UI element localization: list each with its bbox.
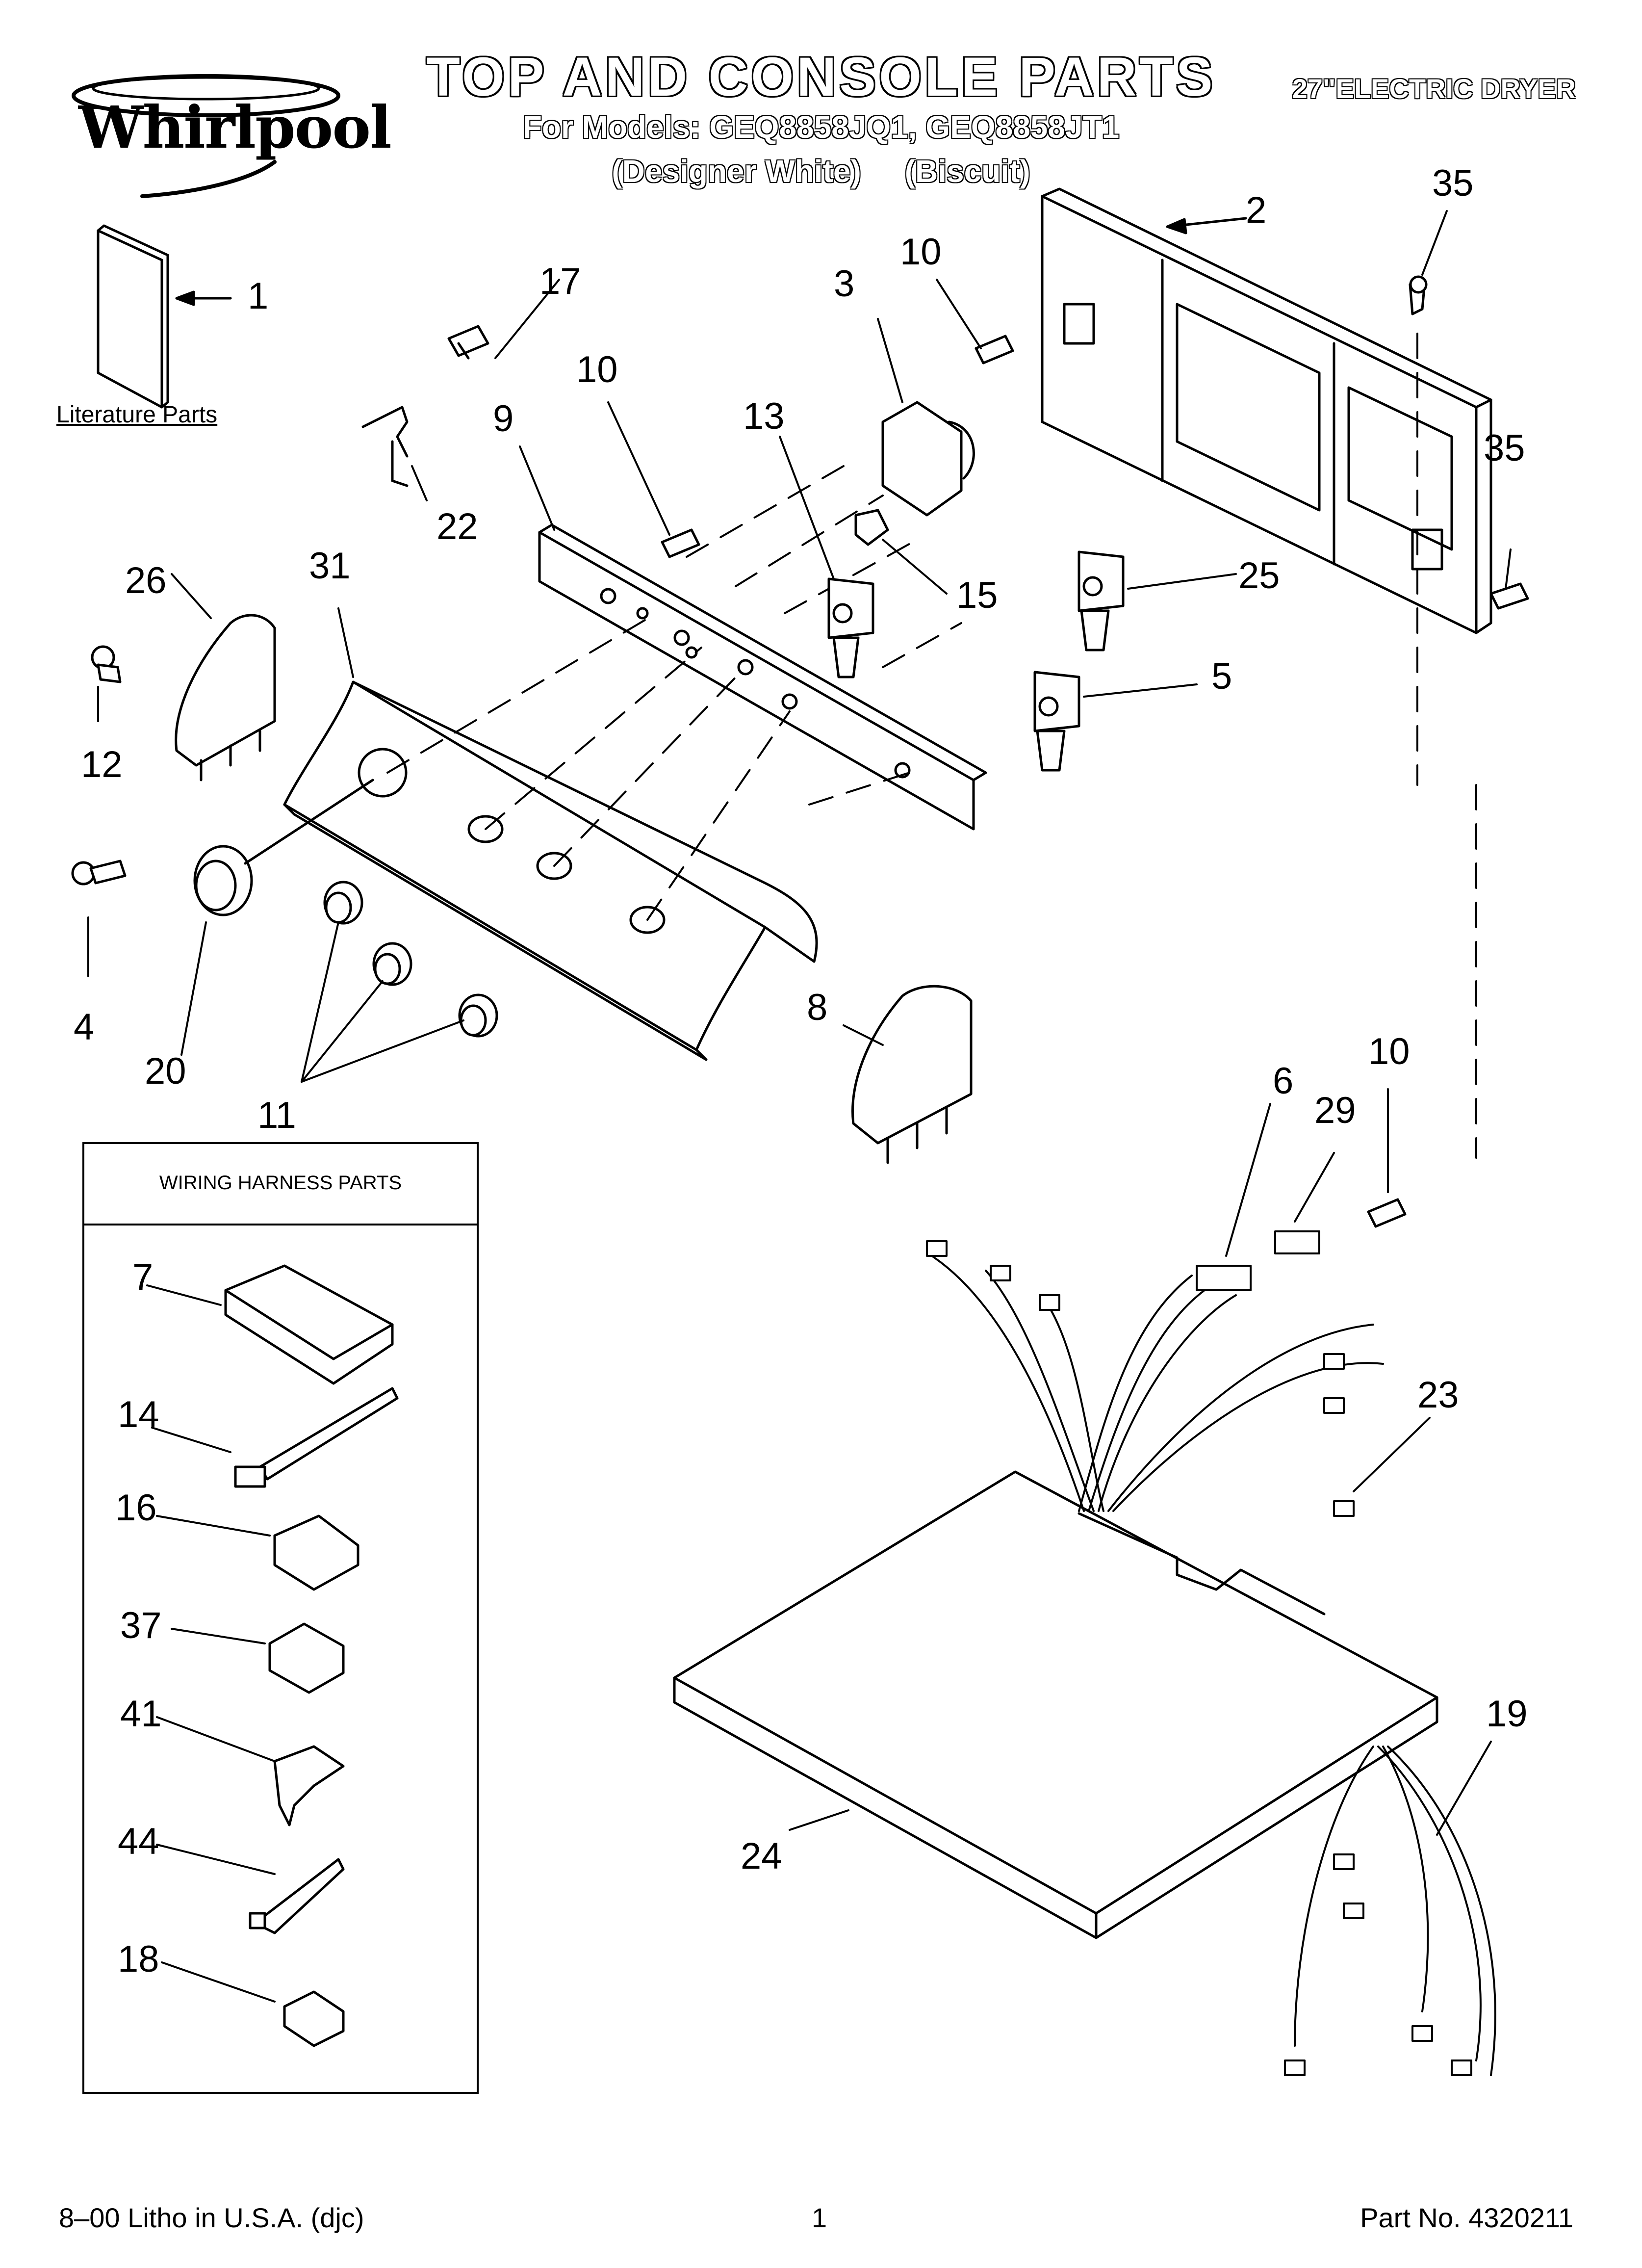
callout-15: 15 — [956, 574, 998, 616]
callout-25: 25 — [1238, 555, 1280, 597]
knob-20 — [193, 779, 374, 916]
callout-19: 19 — [1486, 1693, 1528, 1735]
harness-part-37 — [268, 1622, 345, 1694]
callout-23: 23 — [1417, 1374, 1459, 1416]
callout-6: 6 — [1273, 1060, 1294, 1102]
callout-2: 2 — [1246, 189, 1267, 231]
callout-35b: 35 — [1484, 427, 1525, 469]
footer-litho: 8–00 Litho in U.S.A. (djc) — [59, 2202, 364, 2233]
callout-10b: 10 — [576, 349, 618, 391]
harness-part-18 — [283, 1990, 345, 2047]
callout-10a: 10 — [900, 231, 942, 273]
screw-10a — [975, 335, 1014, 365]
callout-41: 41 — [120, 1693, 162, 1735]
callout-22: 22 — [436, 506, 478, 547]
callout-12: 12 — [81, 744, 123, 785]
footer-page-number: 1 — [812, 2202, 827, 2233]
brand-logo: Whirlpool — [78, 93, 392, 161]
screw-4 — [71, 860, 127, 886]
callout-24: 24 — [741, 1835, 782, 1877]
assembly-leaders — [386, 333, 1477, 1159]
part-15 — [854, 509, 889, 546]
harness-part-44 — [249, 1858, 345, 1934]
screw-35b — [1489, 582, 1529, 610]
knob-11b — [372, 942, 412, 986]
callout-3: 3 — [834, 263, 855, 305]
callout-8: 8 — [807, 987, 828, 1028]
callout-1: 1 — [248, 275, 269, 317]
callout-20: 20 — [145, 1050, 186, 1092]
callout-18: 18 — [118, 1938, 159, 1980]
wiring-harness-box — [82, 1142, 479, 2094]
screw-10b — [661, 528, 700, 558]
harness-part-41 — [273, 1745, 345, 1826]
harness-part-7 — [224, 1264, 394, 1385]
models-line: For Models: GEQ8858JQ1, GEQ8858JT1 — [522, 109, 1120, 145]
wiring-harness-19 — [926, 1230, 1496, 2076]
screw-10c — [1367, 1198, 1407, 1228]
callout-26: 26 — [125, 560, 167, 601]
pointer-arrows — [87, 210, 1512, 2003]
end-cap-26 — [175, 614, 276, 782]
screw-35a — [1409, 275, 1428, 315]
callout-13: 13 — [743, 395, 785, 437]
callout-16: 16 — [115, 1487, 157, 1529]
clip-22 — [361, 406, 409, 487]
control-rail — [538, 523, 987, 831]
callout-17: 17 — [539, 261, 581, 302]
callout-37: 37 — [120, 1605, 162, 1646]
callout-5: 5 — [1211, 655, 1232, 697]
footer-part-number: Part No. 4320211 — [1360, 2202, 1573, 2233]
knob-11c — [458, 993, 498, 1038]
screw-17 — [447, 325, 489, 360]
wiring-harness-title: WIRING HARNESS PARTS — [82, 1142, 479, 1225]
callout-10c: 10 — [1368, 1031, 1410, 1072]
knob-11a — [323, 881, 363, 925]
dryer-top-panel — [673, 1470, 1438, 1939]
end-cap-8 — [851, 985, 973, 1164]
callout-4: 4 — [74, 1006, 95, 1048]
callout-7: 7 — [132, 1256, 154, 1298]
switch-5 — [1033, 671, 1080, 772]
switch-13 — [827, 577, 874, 678]
callout-11: 11 — [257, 1095, 296, 1136]
whirlpool-swirl-icon — [72, 74, 340, 198]
colors-line: (Designer White) (Biscuit) — [612, 154, 1030, 189]
harness-part-16 — [273, 1514, 359, 1591]
literature-parts-label: Literature Parts — [56, 402, 218, 428]
callout-9: 9 — [493, 398, 514, 440]
callout-44: 44 — [118, 1821, 159, 1862]
screw-12 — [91, 645, 122, 683]
timer — [881, 401, 975, 517]
product-label: 27"ELECTRIC DRYER — [1292, 73, 1576, 104]
callout-35a: 35 — [1432, 162, 1474, 204]
callout-29: 29 — [1314, 1090, 1356, 1131]
literature-booklet — [97, 224, 232, 409]
page-title: TOP AND CONSOLE PARTS — [426, 46, 1216, 107]
console-back-panel — [1041, 187, 1492, 634]
harness-part-14 — [234, 1387, 399, 1488]
callout-14: 14 — [118, 1394, 159, 1435]
console-panel — [283, 680, 818, 1061]
switch-25 — [1078, 550, 1125, 652]
callout-31: 31 — [309, 545, 351, 587]
